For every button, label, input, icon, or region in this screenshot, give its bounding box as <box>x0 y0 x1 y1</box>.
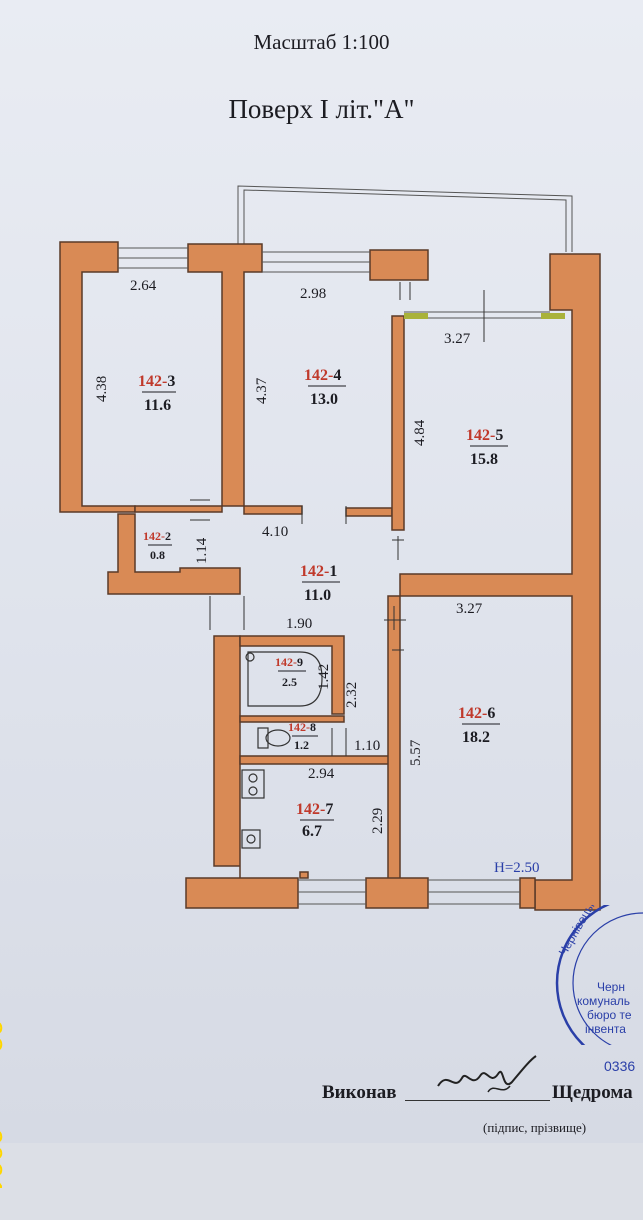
dim-r5-width: 3.27 <box>444 331 471 347</box>
room-number-prefix: 142- <box>300 563 329 580</box>
dim-r3-length: 4.38 <box>94 376 110 402</box>
stove-icon <box>241 769 265 799</box>
room-number: 2 <box>165 529 171 543</box>
svg-text:142-4: 142-4 <box>304 367 341 384</box>
toilet-icon <box>257 727 291 749</box>
room-number-prefix: 142- <box>288 720 310 734</box>
dim-corridor-length: 2.32 <box>344 682 360 708</box>
dim-r7-width: 2.94 <box>308 766 335 782</box>
svg-text:комуналь: комуналь <box>577 994 630 1008</box>
room-label-142-1: 142-1 11.0 <box>300 563 340 604</box>
photo-date-stamp: 23 апр. 2021 г. <box>0 1020 8 1220</box>
svg-text:142-9: 142-9 <box>275 655 303 669</box>
dim-r4-width: 2.98 <box>300 286 326 302</box>
svg-text:142-8: 142-8 <box>288 720 316 734</box>
room-label-142-4: 142-4 13.0 <box>304 367 346 408</box>
room-number: 3 <box>167 373 175 390</box>
room-area: 11.6 <box>144 397 171 414</box>
room-number: 1 <box>329 563 337 580</box>
room-label-142-9: 142-9 2.5 <box>275 655 306 689</box>
dim-r3-width: 2.64 <box>130 278 157 294</box>
dim-r5-length: 4.84 <box>412 419 428 446</box>
dim-r6-length: 5.57 <box>408 739 424 766</box>
balcony-door-marks <box>404 290 565 342</box>
dim-r9-width: 1.90 <box>286 616 312 632</box>
scale-label: Масштаб 1:100 <box>253 30 390 54</box>
room-area: 11.0 <box>304 587 331 604</box>
room-number-prefix: 142- <box>466 427 495 444</box>
door-marks <box>190 282 411 756</box>
room-number: 4 <box>333 367 341 384</box>
dim-r7-length: 2.29 <box>370 808 386 834</box>
room-number-prefix: 142- <box>143 529 165 543</box>
sink-icon <box>241 829 261 849</box>
windows <box>118 247 550 905</box>
room-number-prefix: 142- <box>296 801 325 818</box>
floor-title: Поверх I літ."А" <box>228 94 415 124</box>
svg-text:142-3: 142-3 <box>138 373 175 390</box>
dim-corridor-width: 4.10 <box>262 524 288 540</box>
room-number: 6 <box>487 705 495 722</box>
room-number: 9 <box>297 655 303 669</box>
room-area: 15.8 <box>470 451 498 468</box>
room-area: 0.8 <box>150 548 165 562</box>
dimension-labels: 2.64 4.38 2.98 4.37 3.27 4.84 4.10 1.14 … <box>94 278 540 876</box>
floor-plan: 142-3 11.6 142-4 13.0 142-5 15.8 142-2 0… <box>59 185 601 911</box>
bathtub-icon <box>245 651 323 707</box>
svg-text:бюро те: бюро те <box>587 1008 632 1022</box>
room-area: 6.7 <box>302 823 322 840</box>
signature-mark <box>437 1055 537 1093</box>
executor-surname: Щедрома <box>552 1082 633 1103</box>
executor-label: Виконав <box>322 1082 397 1103</box>
stamp-code: 0336 <box>604 1058 636 1074</box>
room-label-142-7: 142-7 6.7 <box>296 801 334 840</box>
room-label-142-2: 142-2 0.8 <box>143 529 172 562</box>
dim-r4-length: 4.37 <box>254 377 270 404</box>
balcony-outline <box>237 185 573 252</box>
room-number: 8 <box>310 720 316 734</box>
svg-text:142-2: 142-2 <box>143 529 171 543</box>
dim-r6-width: 3.27 <box>456 601 483 617</box>
svg-text:142-7: 142-7 <box>296 801 333 818</box>
room-label-142-5: 142-5 15.8 <box>466 427 508 468</box>
room-number: 7 <box>325 801 333 818</box>
svg-text:Черн: Черн <box>597 980 625 994</box>
signature-caption: (підпис, прізвище) <box>483 1120 587 1135</box>
room-label-142-8: 142-8 1.2 <box>288 720 318 752</box>
ceiling-height: H=2.50 <box>494 860 540 876</box>
room-number-prefix: 142- <box>458 705 487 722</box>
room-label-142-3: 142-3 11.6 <box>138 373 176 414</box>
dim-r9-length: 1.42 <box>316 664 332 690</box>
svg-text:інвента: інвента <box>585 1022 626 1036</box>
room-area: 1.2 <box>294 738 309 752</box>
dim-r8-width: 1.10 <box>354 738 380 754</box>
svg-text:142-1: 142-1 <box>300 563 337 580</box>
room-number-prefix: 142- <box>275 655 297 669</box>
organization-stamp: Чернівецька Черн комуналь бюро те інвент… <box>556 905 643 1045</box>
room-number: 5 <box>495 427 503 444</box>
svg-text:142-6: 142-6 <box>458 705 495 722</box>
signature-line <box>405 1100 550 1101</box>
room-area: 2.5 <box>282 675 297 689</box>
dim-r2-length: 1.14 <box>194 537 210 564</box>
svg-text:142-5: 142-5 <box>466 427 503 444</box>
room-area: 13.0 <box>310 391 338 408</box>
paper-sheet <box>0 0 643 1143</box>
room-number-prefix: 142- <box>304 367 333 384</box>
room-label-142-6: 142-6 18.2 <box>458 705 500 746</box>
room-area: 18.2 <box>462 729 490 746</box>
walls <box>59 241 601 911</box>
room-number-prefix: 142- <box>138 373 167 390</box>
